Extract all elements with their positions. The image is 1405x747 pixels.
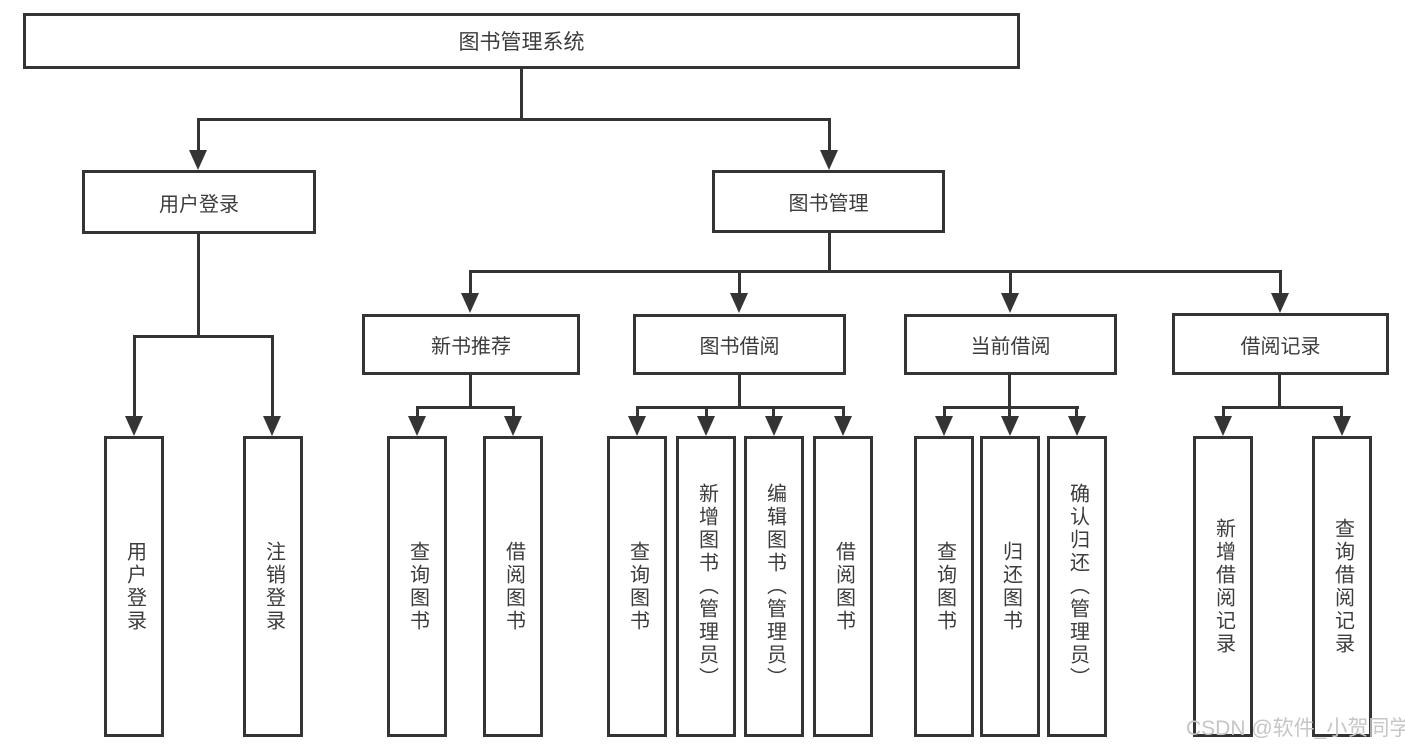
leaf-query-borrow-record: 查询借阅记录 — [1312, 436, 1372, 737]
connector-current-borrow-crossbar — [943, 406, 1079, 409]
arrow-down-icon — [461, 293, 479, 313]
connector-user-login-crossbar — [133, 335, 274, 338]
leaf-confirm-return-admin-label: 确认归还（管理员） — [1066, 483, 1089, 690]
node-book-borrow: 图书借阅 — [633, 314, 846, 375]
connector-drop — [512, 406, 515, 419]
leaf-return-book-label: 归还图书 — [999, 540, 1022, 633]
node-new-book-recommend: 新书推荐 — [362, 314, 580, 375]
leaf-borrow-books-recommend-label: 借阅图书 — [502, 540, 525, 633]
connector-drop — [772, 406, 775, 419]
connector-drop-leaf-login — [133, 335, 136, 419]
node-user-login-label: 用户登录 — [159, 193, 239, 216]
arrow-down-icon — [1271, 293, 1289, 313]
leaf-borrow-books-borrow: 借阅图书 — [813, 436, 873, 737]
connector-drop — [1222, 406, 1225, 419]
arrow-down-icon — [504, 416, 522, 436]
connector-drop — [1008, 406, 1011, 419]
node-library-system: 图书管理系统 — [23, 13, 1020, 69]
leaf-edit-book-admin-label: 编辑图书（管理员） — [763, 483, 786, 690]
leaf-query-books-borrow: 查询图书 — [607, 436, 667, 737]
connector-user-login-stem — [197, 234, 200, 338]
leaf-query-books-borrow-label: 查询图书 — [626, 540, 649, 633]
connector-book-management-stem — [828, 233, 831, 273]
node-book-borrow-label: 图书借阅 — [699, 336, 780, 358]
arrow-down-icon — [1001, 416, 1019, 436]
leaf-logout-label: 注销登录 — [262, 540, 285, 633]
arrow-down-icon — [628, 416, 646, 436]
leaf-confirm-return-admin: 确认归还（管理员） — [1047, 436, 1107, 737]
node-book-management-label: 图书管理 — [788, 193, 869, 215]
arrow-down-icon — [1333, 416, 1351, 436]
arrow-down-icon — [125, 416, 143, 436]
leaf-query-books-recommend: 查询图书 — [387, 436, 447, 737]
connector-drop-book-borrow — [738, 270, 741, 296]
arrow-down-icon — [189, 150, 207, 170]
connector-drop-current-borrow — [1009, 270, 1012, 296]
connector-drop — [1075, 406, 1078, 419]
leaf-query-books-recommend-label: 查询图书 — [406, 540, 429, 633]
leaf-borrow-books-borrow-label: 借阅图书 — [832, 540, 855, 633]
leaf-query-borrow-record-label: 查询借阅记录 — [1331, 517, 1354, 656]
node-library-system-label: 图书管理系统 — [458, 31, 585, 54]
arrow-down-icon — [820, 150, 838, 170]
node-user-login: 用户登录 — [82, 170, 316, 234]
connector-new-books-crossbar — [416, 406, 515, 409]
leaf-user-login: 用户登录 — [104, 436, 164, 737]
leaf-add-book-admin-label: 新增图书（管理员） — [695, 483, 718, 690]
arrow-down-icon — [730, 293, 748, 313]
connector-drop — [842, 406, 845, 419]
connector-current-borrow-stem — [1008, 375, 1011, 409]
arrow-down-icon — [697, 416, 715, 436]
arrow-down-icon — [765, 416, 783, 436]
connector-drop-borrow-records — [1279, 270, 1282, 296]
connector-root-crossbar — [197, 118, 831, 121]
leaf-user-login-label: 用户登录 — [123, 540, 146, 633]
connector-drop — [943, 406, 946, 419]
connector-root-stem — [520, 68, 523, 121]
connector-drop-leaf-logout — [271, 335, 274, 419]
leaf-borrow-books-recommend: 借阅图书 — [483, 436, 543, 737]
connector-drop-book-management — [828, 118, 831, 152]
node-book-management: 图书管理 — [712, 170, 945, 233]
node-borrow-records-label: 借阅记录 — [1240, 335, 1321, 358]
leaf-add-book-admin: 新增图书（管理员） — [676, 436, 736, 737]
connector-drop-new-books — [469, 270, 472, 296]
arrow-down-icon — [263, 416, 281, 436]
arrow-down-icon — [834, 416, 852, 436]
connector-drop — [416, 406, 419, 419]
leaf-query-books-current: 查询图书 — [914, 436, 974, 737]
node-borrow-records: 借阅记录 — [1172, 313, 1389, 375]
leaf-add-borrow-record-label: 新增借阅记录 — [1212, 517, 1235, 656]
connector-drop-user-login — [197, 118, 200, 152]
connector-book-management-crossbar — [469, 270, 1282, 273]
node-current-borrow: 当前借阅 — [904, 314, 1117, 375]
leaf-return-book: 归还图书 — [980, 436, 1040, 737]
arrow-down-icon — [408, 416, 426, 436]
arrow-down-icon — [935, 416, 953, 436]
connector-drop — [1340, 406, 1343, 419]
connector-drop — [705, 406, 708, 419]
leaf-query-books-current-label: 查询图书 — [933, 540, 956, 633]
connector-drop — [636, 406, 639, 419]
connector-new-books-stem — [469, 375, 472, 409]
csdn-watermark: CSDN @软件_小贺同学 — [1186, 717, 1405, 740]
leaf-add-borrow-record: 新增借阅记录 — [1193, 436, 1253, 737]
arrow-down-icon — [1214, 416, 1232, 436]
node-new-book-recommend-label: 新书推荐 — [431, 336, 511, 358]
arrow-down-icon — [1001, 293, 1019, 313]
node-current-borrow-label: 当前借阅 — [970, 336, 1051, 358]
connector-book-borrow-crossbar — [636, 406, 845, 409]
leaf-logout: 注销登录 — [243, 436, 303, 737]
arrow-down-icon — [1068, 416, 1086, 436]
connector-book-borrow-stem — [738, 375, 741, 409]
leaf-edit-book-admin: 编辑图书（管理员） — [744, 436, 804, 737]
connector-borrow-records-crossbar — [1222, 406, 1343, 409]
connector-borrow-records-stem — [1278, 375, 1281, 409]
